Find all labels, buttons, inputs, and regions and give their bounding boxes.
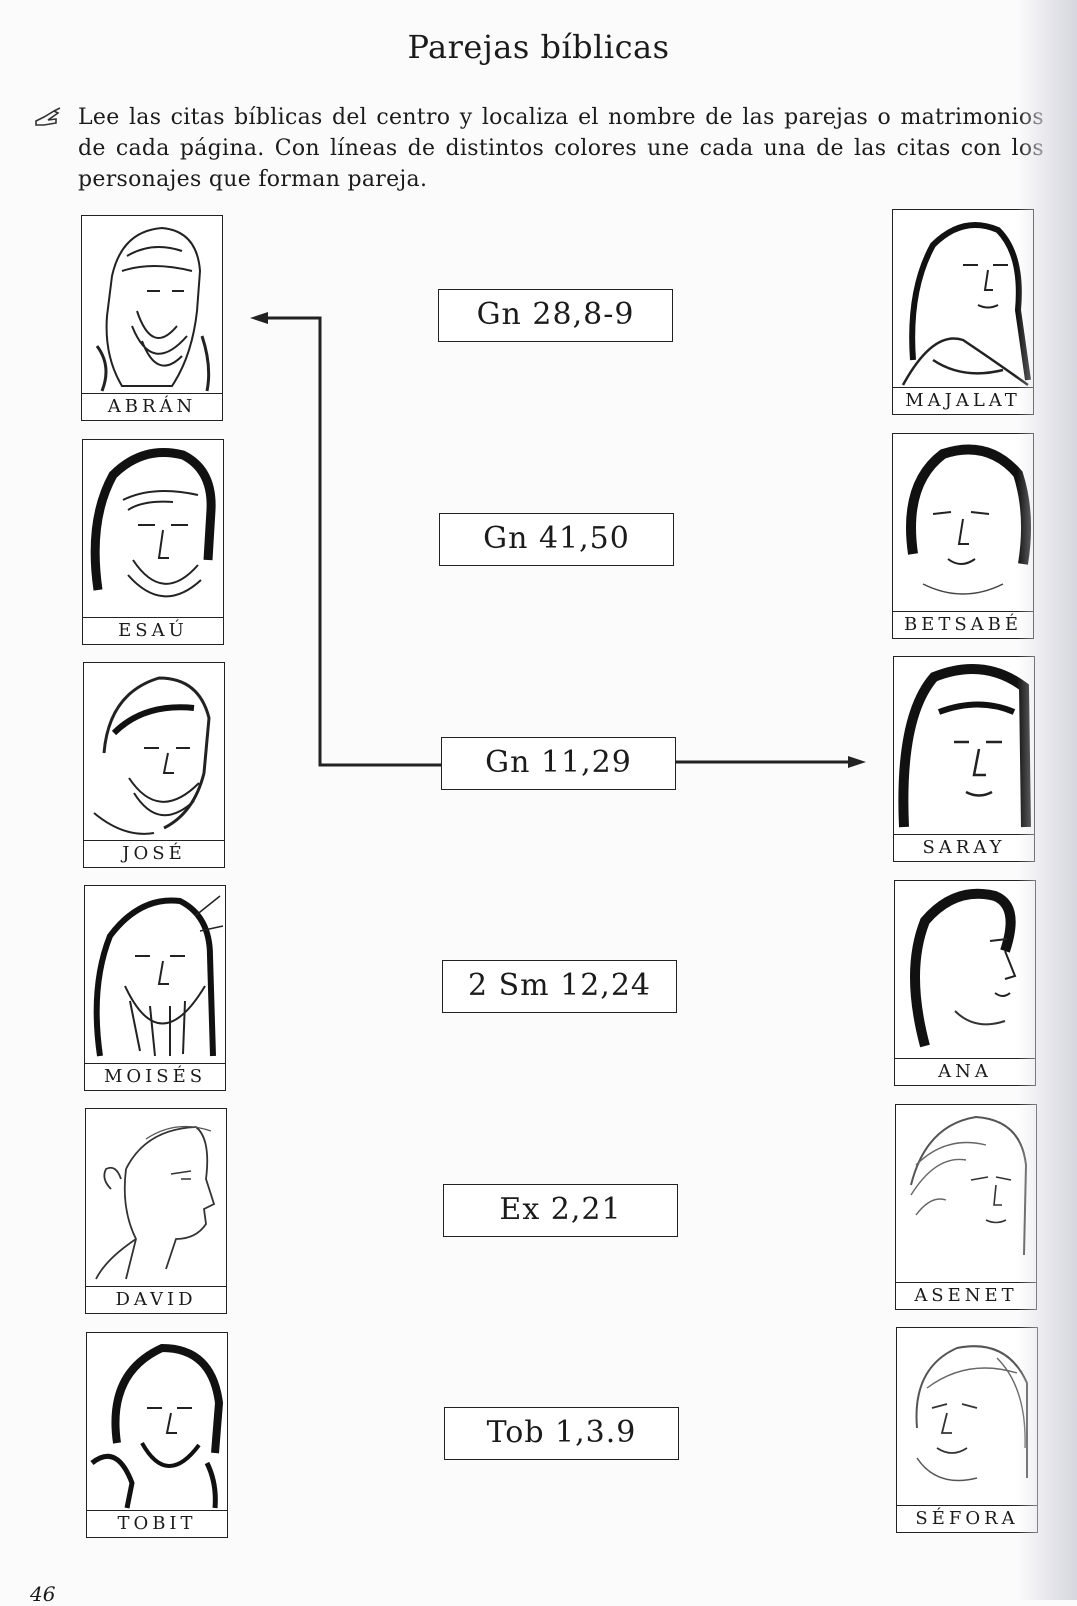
portrait-jose bbox=[93, 676, 211, 835]
portrait-betsabe bbox=[906, 444, 1032, 595]
citation-box[interactable]: Ex 2,21 bbox=[443, 1184, 678, 1237]
woman-card-majalat[interactable]: MAJALAT bbox=[892, 209, 1034, 415]
woman-card-ana[interactable]: ANA bbox=[894, 880, 1036, 1086]
portrait-majalat bbox=[901, 222, 1031, 387]
woman-card-sefora[interactable]: SÉFORA bbox=[896, 1327, 1038, 1533]
man-card-tobit[interactable]: TOBIT bbox=[86, 1332, 228, 1538]
man-card-abran[interactable]: ABRÁN bbox=[81, 215, 223, 421]
citation-box[interactable]: Gn 41,50 bbox=[439, 513, 674, 566]
portrait-tobit bbox=[90, 1343, 224, 1509]
portrait-abran bbox=[95, 226, 211, 392]
woman-name: SÉFORA bbox=[897, 1505, 1037, 1532]
man-name: TOBIT bbox=[87, 1510, 227, 1537]
woman-name: ANA bbox=[895, 1058, 1035, 1085]
woman-card-betsabe[interactable]: BETSABÉ bbox=[892, 433, 1034, 639]
woman-card-asenet[interactable]: ASENET bbox=[895, 1104, 1037, 1310]
woman-name: BETSABÉ bbox=[893, 611, 1033, 638]
man-card-david[interactable]: DAVID bbox=[85, 1108, 227, 1314]
man-name: MOISÉS bbox=[85, 1063, 225, 1090]
portrait-sefora bbox=[915, 1345, 1028, 1482]
portrait-moises bbox=[93, 895, 224, 1057]
portrait-esau bbox=[90, 448, 216, 598]
writing-hand-icon bbox=[35, 107, 61, 126]
woman-name: SARAY bbox=[894, 834, 1034, 861]
man-name: JOSÉ bbox=[84, 840, 224, 867]
portrait-david bbox=[95, 1125, 216, 1280]
man-name: ESAÚ bbox=[83, 617, 223, 644]
woman-name: MAJALAT bbox=[893, 387, 1033, 414]
man-card-esau[interactable]: ESAÚ bbox=[82, 439, 224, 645]
man-name: ABRÁN bbox=[82, 393, 222, 420]
instructions-text: Lee las citas bíblicas del centro y loca… bbox=[78, 105, 1044, 192]
page-title: Parejas bíblicas bbox=[407, 28, 670, 66]
woman-name: ASENET bbox=[896, 1282, 1036, 1309]
portrait-ana bbox=[910, 888, 1017, 1048]
citation-box[interactable]: Gn 11,29 bbox=[441, 737, 676, 790]
woman-card-saray[interactable]: SARAY bbox=[893, 656, 1035, 862]
page-number: 46 bbox=[30, 1582, 56, 1606]
instructions-block: Lee las citas bíblicas del centro y loca… bbox=[34, 102, 1044, 195]
man-card-moises[interactable]: MOISÉS bbox=[84, 885, 226, 1091]
man-card-jose[interactable]: JOSÉ bbox=[83, 662, 225, 868]
portrait-saray bbox=[898, 664, 1031, 828]
man-name: DAVID bbox=[86, 1286, 226, 1313]
citation-box[interactable]: Tob 1,3.9 bbox=[444, 1407, 679, 1460]
citation-box[interactable]: Gn 28,8-9 bbox=[438, 289, 673, 342]
citation-box[interactable]: 2 Sm 12,24 bbox=[442, 960, 677, 1013]
portrait-asenet bbox=[910, 1115, 1028, 1256]
